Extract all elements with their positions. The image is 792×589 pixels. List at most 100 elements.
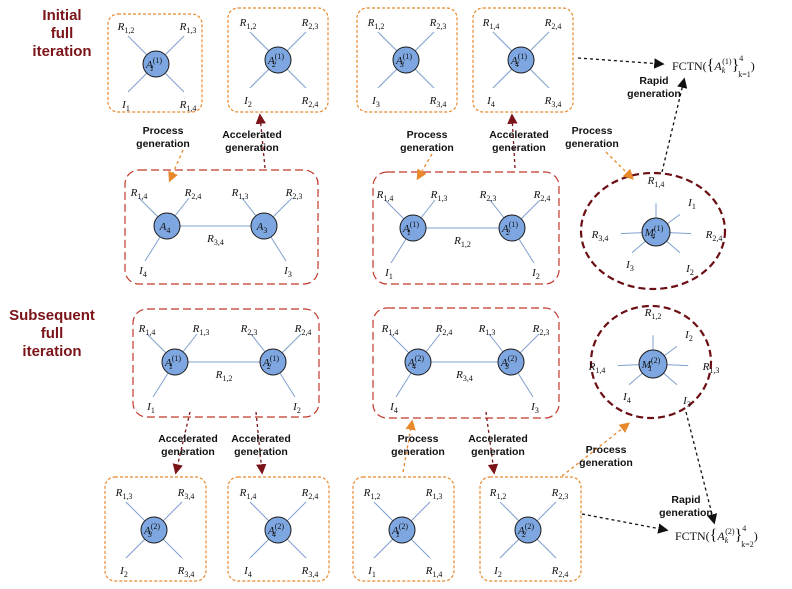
r2star-lbl-3: I2	[685, 263, 694, 277]
r1c2-node-label: A(1)2	[267, 52, 284, 69]
r1c1-node-circle	[142, 50, 170, 78]
r1c1-lbl-tr: R1,3	[179, 21, 197, 35]
fctn-bottom-sup: (2)	[725, 527, 735, 536]
ann-rapid-2b: generation	[659, 507, 713, 519]
fctn-top-lower: k=1	[738, 70, 751, 79]
r3p2-lbl-bl: I4	[389, 401, 398, 415]
box-r1-3	[356, 7, 458, 113]
r3p2-node-a-circle	[404, 348, 432, 376]
fctn-top-upper: 4	[739, 54, 743, 63]
r2p1-node-a-circle	[153, 212, 181, 240]
r3p2-lbl-t2l: R1,3	[478, 323, 496, 337]
r1c4-lbl-tr: R2,4	[544, 17, 562, 31]
r3p1-node-a-label: A(1)1	[164, 354, 181, 371]
r1c3-lbl-bl: I3	[371, 95, 380, 109]
r4c2-lbl-tr: R2,4	[301, 487, 319, 501]
r3p1-lbl-tr: R2,4	[294, 323, 312, 337]
r3p2-lbl-tr: R2,3	[532, 323, 550, 337]
r4c1-lbl-tl: R1,3	[115, 487, 133, 501]
r2p1-lbl-t1r: R2,4	[184, 187, 202, 201]
ann-process-3b: generation	[565, 138, 619, 150]
ann-accel-5b: generation	[471, 446, 525, 458]
arrow-process-4	[402, 419, 416, 473]
r4c2-node-label: A(2)4	[267, 522, 284, 539]
r2p1-node-b-circle	[250, 212, 278, 240]
ann-rapid-2a: Rapid	[671, 494, 700, 506]
r4c2-node-circle	[264, 516, 292, 544]
r2p2-lbl-bl: I1	[384, 267, 393, 281]
r4c4-lbl-tr: R2,3	[551, 487, 569, 501]
fctn-bottom-prefix: FCTN(	[675, 529, 710, 543]
ann-accel-4b: generation	[234, 446, 288, 458]
r2p2-lbl-tr: R2,4	[533, 189, 551, 203]
r3star-lbl-3: I3	[682, 395, 691, 409]
ellipse-r3	[589, 304, 713, 420]
ann-process-2b: generation	[400, 142, 454, 154]
subsequent-title-line-3: iteration	[22, 343, 81, 360]
ann-accel-3b: generation	[161, 446, 215, 458]
r2p1-lbl-tr: R2,3	[285, 187, 303, 201]
r3star-lbl-5: R1,4	[588, 361, 606, 375]
r1c3-node-label: A(1)3	[395, 52, 412, 69]
r2p2-node-a-circle	[399, 214, 427, 242]
annotations-layer: Process generation Accelerated generatio…	[136, 75, 713, 519]
box-r3-1	[132, 308, 320, 418]
r1c2-lbl-tr: R2,3	[301, 17, 319, 31]
r4c4-lbl-br: R2,4	[551, 565, 569, 579]
r2p1-lbl-mid: R3,4	[206, 233, 224, 247]
r1c3-node-circle	[392, 46, 420, 74]
fctn-bottom-lower: k=2	[741, 540, 754, 549]
box-r4-1	[104, 476, 207, 582]
arrow-process-3	[605, 151, 634, 180]
arrow-process-5	[561, 422, 631, 477]
container-boxes	[104, 7, 727, 582]
arrows-layer	[168, 57, 718, 534]
r3p1-lbl-t1r: R1,3	[192, 323, 210, 337]
ann-rapid-1b: generation	[627, 88, 681, 100]
r4c3-lbl-br: R1,4	[425, 565, 443, 579]
arrow-rapid-2	[685, 411, 718, 525]
r4c4-node-circle	[514, 516, 542, 544]
r1c1-node-label: A(1)1	[145, 56, 162, 73]
ann-process-2a: Process	[407, 129, 448, 141]
arrow-accel-4	[255, 411, 267, 475]
fctn-top-sub: k	[722, 66, 726, 75]
r4c4-lbl-tl: R1,2	[489, 487, 507, 501]
r2p2-node-a-label: A(1)1	[402, 220, 419, 237]
r4c1-node-circle	[140, 516, 168, 544]
r4c1-lbl-br: R3,4	[177, 565, 195, 579]
r2p1-lbl-tl: R1,4	[130, 187, 148, 201]
ann-accel-4a: Accelerated	[231, 433, 291, 445]
r2star-lbl-2: R2,4	[705, 229, 723, 243]
ann-process-4a: Process	[398, 433, 439, 445]
box-r2-2	[372, 171, 560, 285]
ann-process-3a: Process	[572, 125, 613, 137]
r1c4-node-circle	[507, 46, 535, 74]
r3star-lbl-0: R1,2	[644, 307, 662, 321]
r2p2-lbl-br: I2	[531, 267, 540, 281]
box-r1-4	[472, 7, 574, 113]
box-r4-3	[352, 476, 455, 582]
r1c3-lbl-br: R3,4	[429, 95, 447, 109]
r1c1-lbl-bl: I1	[121, 99, 130, 113]
r1c2-lbl-tl: R1,2	[239, 17, 257, 31]
r1c2-lbl-br: R2,4	[301, 95, 319, 109]
arrow-process-1	[168, 149, 184, 183]
r3p2-node-a-label: A(2)4	[407, 354, 424, 371]
fctn-bottom-node: A	[716, 529, 725, 543]
r2p2-lbl-t2l: R2,3	[479, 189, 497, 203]
fctn-top-node: A	[713, 59, 722, 73]
r2star-node-circle	[641, 217, 671, 247]
r4c3-node-label: A(2)1	[391, 522, 408, 539]
r3star-node-label: M(2)1	[641, 356, 661, 373]
r3p2-node-b-label: A(2)3	[500, 354, 517, 371]
r3p1-lbl-mid: R1,2	[215, 369, 233, 383]
r3p1-node-a-circle	[161, 348, 189, 376]
r4c1-lbl-bl: I2	[119, 565, 128, 579]
ann-accel-1b: generation	[225, 142, 279, 154]
r4c1-node-label: A(2)3	[143, 522, 160, 539]
r2p2-node-b-circle	[498, 214, 526, 242]
r2p1-node-a-label: A4	[159, 221, 171, 235]
initial-title-line-3: iteration	[32, 43, 91, 60]
r4c1-lbl-tr: R3,4	[177, 487, 195, 501]
